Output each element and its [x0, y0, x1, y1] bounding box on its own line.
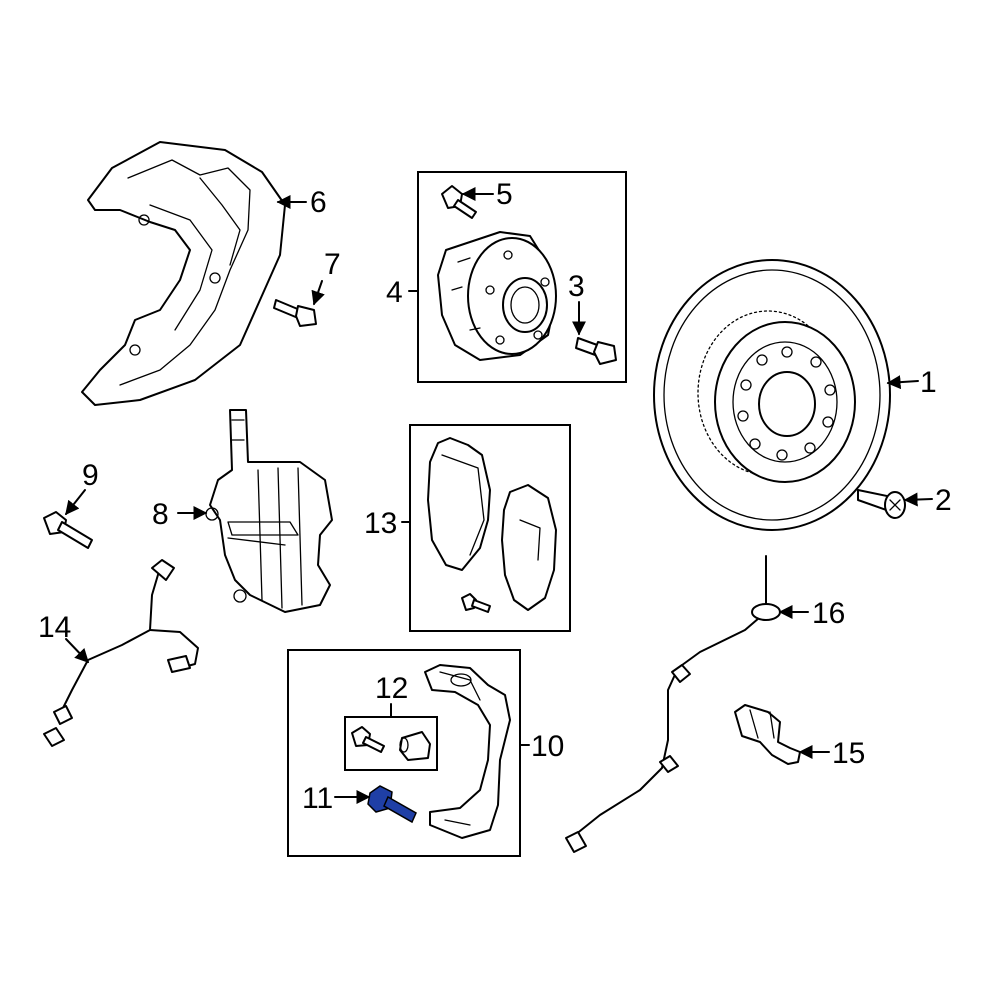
hub-group-box: [417, 171, 627, 383]
hub-assembly[interactable]: [437, 231, 557, 361]
caliper-bracket[interactable]: [424, 664, 511, 839]
brake-rotor[interactable]: [653, 259, 891, 531]
splash-shield[interactable]: [81, 141, 286, 406]
callout-16: 16: [812, 597, 845, 630]
brake-pads[interactable]: [427, 437, 557, 613]
leader-7: [311, 280, 325, 306]
hub-bolt[interactable]: [575, 337, 617, 365]
brake-hose[interactable]: [43, 559, 199, 747]
bracket-group-box: [287, 649, 521, 857]
callout-7: 7: [324, 248, 341, 281]
callout-6: 6: [310, 186, 327, 219]
hub-mounting-bolt[interactable]: [441, 185, 477, 219]
guide-pin-bolt[interactable]: [367, 785, 417, 824]
callout-13: 13: [364, 507, 397, 540]
leader-14: [65, 638, 89, 664]
brake-caliper[interactable]: [205, 409, 333, 613]
leader-9: [65, 489, 86, 516]
callout-10: 10: [531, 730, 564, 763]
caliper-bolt[interactable]: [43, 511, 93, 549]
pad-group-box: [409, 424, 571, 632]
splash-shield-bolt[interactable]: [273, 299, 317, 327]
callout-2: 2: [935, 484, 952, 517]
wheel-speed-sensor[interactable]: [734, 704, 801, 765]
callout-1: 1: [920, 366, 937, 399]
guide-pin-kit[interactable]: [351, 726, 431, 761]
rotor-screw[interactable]: [857, 489, 906, 519]
callout-15: 15: [832, 737, 865, 770]
leader-lines: [65, 187, 933, 804]
leader-1: [886, 375, 919, 390]
callout-12: 12: [375, 672, 408, 705]
callout-8: 8: [152, 498, 169, 531]
leader-2: [903, 492, 933, 507]
callout-11: 11: [302, 782, 333, 815]
callout-numbers: 1 2 3 4 5 6 7 8 9 10 11 12 13 14 15 16: [38, 178, 952, 815]
callout-4: 4: [386, 276, 403, 309]
callout-14: 14: [38, 611, 71, 644]
callout-3: 3: [568, 270, 585, 303]
callout-5: 5: [496, 178, 513, 211]
callout-9: 9: [82, 459, 99, 492]
sensor-harness[interactable]: [565, 555, 781, 853]
